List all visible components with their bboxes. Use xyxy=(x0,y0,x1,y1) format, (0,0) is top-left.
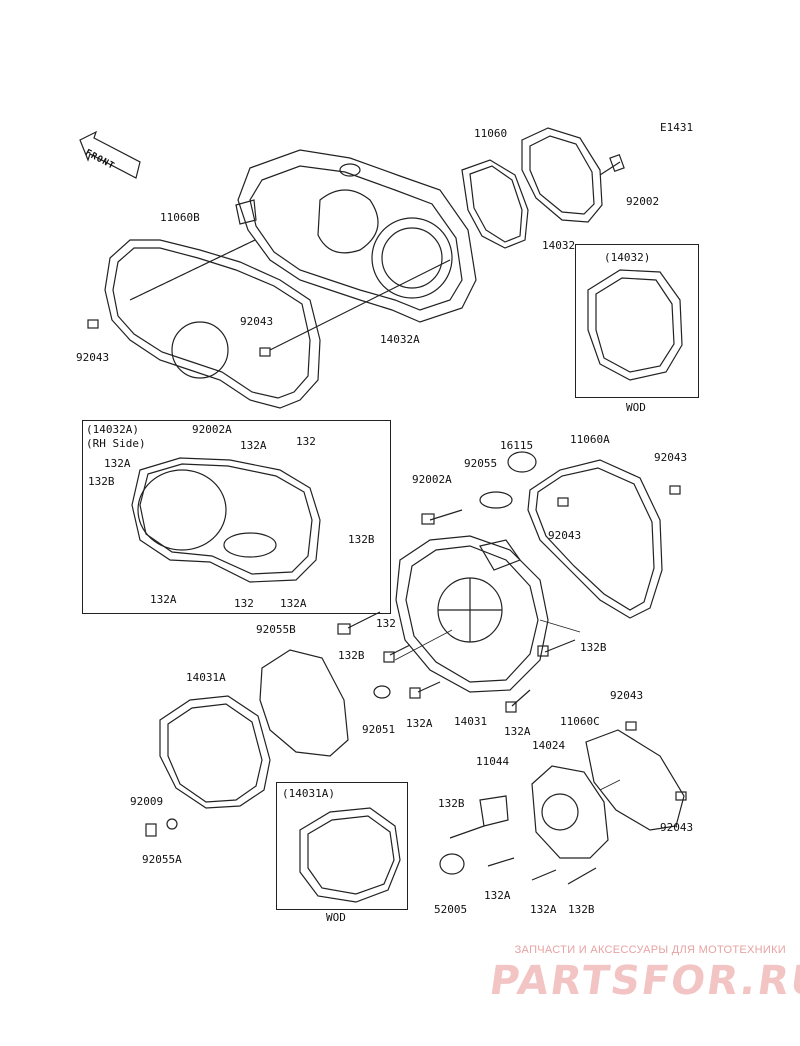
inset-title: (14032A) xyxy=(86,423,139,436)
label-92009: 92009 xyxy=(130,795,164,808)
cover-14032-drawing xyxy=(521,127,603,223)
label-wod-1: WOD xyxy=(626,401,646,414)
label-92043-r3: 92043 xyxy=(610,689,644,702)
label-inset-92002a: 92002A xyxy=(192,423,232,436)
label-92043-r1: 92043 xyxy=(654,451,688,464)
gasket-11060a-drawing xyxy=(527,459,663,619)
watermark-tagline: ЗАПЧАСТИ И АКСЕССУАРЫ ДЛЯ МОТОТЕХНИКИ xyxy=(514,944,786,956)
bolt-icon xyxy=(145,823,157,837)
label-14031: 14031 xyxy=(454,715,488,728)
label-132b-2: 132B xyxy=(580,641,607,654)
label-inset-132a-1: 132A xyxy=(240,439,267,452)
label-11060b: 11060B xyxy=(160,211,200,224)
oring-icon xyxy=(479,491,513,509)
label-132a-2: 132A xyxy=(504,725,531,738)
label-132b-4: 132B xyxy=(568,903,595,916)
seal-icon xyxy=(373,685,391,699)
label-14032: 14032 xyxy=(542,239,576,252)
cover-14031a-drawing xyxy=(159,695,271,809)
front-arrow-icon xyxy=(79,130,141,179)
label-14032a: 14032A xyxy=(380,333,420,346)
inset-14032-ring xyxy=(587,269,683,381)
inset-subtitle: (RH Side) xyxy=(86,437,146,450)
label-132: 132 xyxy=(376,617,396,630)
label-14031a-inset: (14031A) xyxy=(282,787,335,800)
bolt-icon xyxy=(449,825,485,839)
label-14032-inset: (14032) xyxy=(604,251,651,264)
label-inset-132b-1: 132B xyxy=(88,475,115,488)
label-92055b: 92055B xyxy=(256,623,296,636)
label-14031a: 14031A xyxy=(186,671,226,684)
housing-14031-drawing xyxy=(395,535,549,693)
oring-92055b-drawing xyxy=(259,649,349,757)
inset-box-14032 xyxy=(575,244,699,398)
cover-14024-drawing xyxy=(531,765,609,859)
label-92043-left: 92043 xyxy=(76,351,110,364)
label-92043-r2: 92043 xyxy=(548,529,582,542)
label-inset-132b-2: 132B xyxy=(348,533,375,546)
label-wod-2: WOD xyxy=(326,911,346,924)
label-92051: 92051 xyxy=(362,723,396,736)
label-132a-1: 132A xyxy=(406,717,433,730)
inset-box-14031a xyxy=(276,782,408,910)
label-inset-132a-2: 132A xyxy=(104,457,131,470)
label-132a-4: 132A xyxy=(530,903,557,916)
label-inset-132a-4: 132A xyxy=(280,597,307,610)
label-132b-3: 132B xyxy=(438,797,465,810)
gasket-11060b-drawing xyxy=(104,239,321,409)
dowel-icon xyxy=(259,347,271,357)
label-11060a: 11060A xyxy=(570,433,610,446)
label-92002a: 92002A xyxy=(412,473,452,486)
diagram-code: E1431 xyxy=(660,121,694,134)
bolt-icon xyxy=(337,509,576,713)
label-92055a: 92055A xyxy=(142,853,182,866)
dowel-icon xyxy=(87,319,99,329)
gasket-11060-drawing xyxy=(461,159,529,249)
inset-14032a-drawing xyxy=(131,457,321,583)
washer-icon xyxy=(166,818,178,830)
inset-14031a-drawing xyxy=(299,807,401,903)
label-92043-r4: 92043 xyxy=(660,821,694,834)
gasket-11060c-drawing xyxy=(585,729,685,831)
label-92055: 92055 xyxy=(464,457,498,470)
inset-box-14032a xyxy=(82,420,391,614)
label-inset-132-2: 132 xyxy=(234,597,254,610)
label-92043-mid: 92043 xyxy=(240,315,274,328)
label-92002: 92002 xyxy=(626,195,660,208)
label-inset-132a-3: 132A xyxy=(150,593,177,606)
label-inset-132: 132 xyxy=(296,435,316,448)
label-11060c: 11060C xyxy=(560,715,600,728)
label-52005: 52005 xyxy=(434,903,468,916)
label-132b-1: 132B xyxy=(338,649,365,662)
label-11060: 11060 xyxy=(474,127,508,140)
watermark-logo: PARTSFOR.RU xyxy=(486,958,800,1004)
label-11044: 11044 xyxy=(476,755,510,768)
label-132a-3: 132A xyxy=(484,889,511,902)
seal-52005-icon xyxy=(439,853,465,875)
bracket-11044-drawing xyxy=(479,795,509,827)
label-14024: 14024 xyxy=(532,739,566,752)
cover-14032a-drawing xyxy=(235,149,477,323)
filler-cap-icon xyxy=(507,451,537,473)
label-16115: 16115 xyxy=(500,439,534,452)
